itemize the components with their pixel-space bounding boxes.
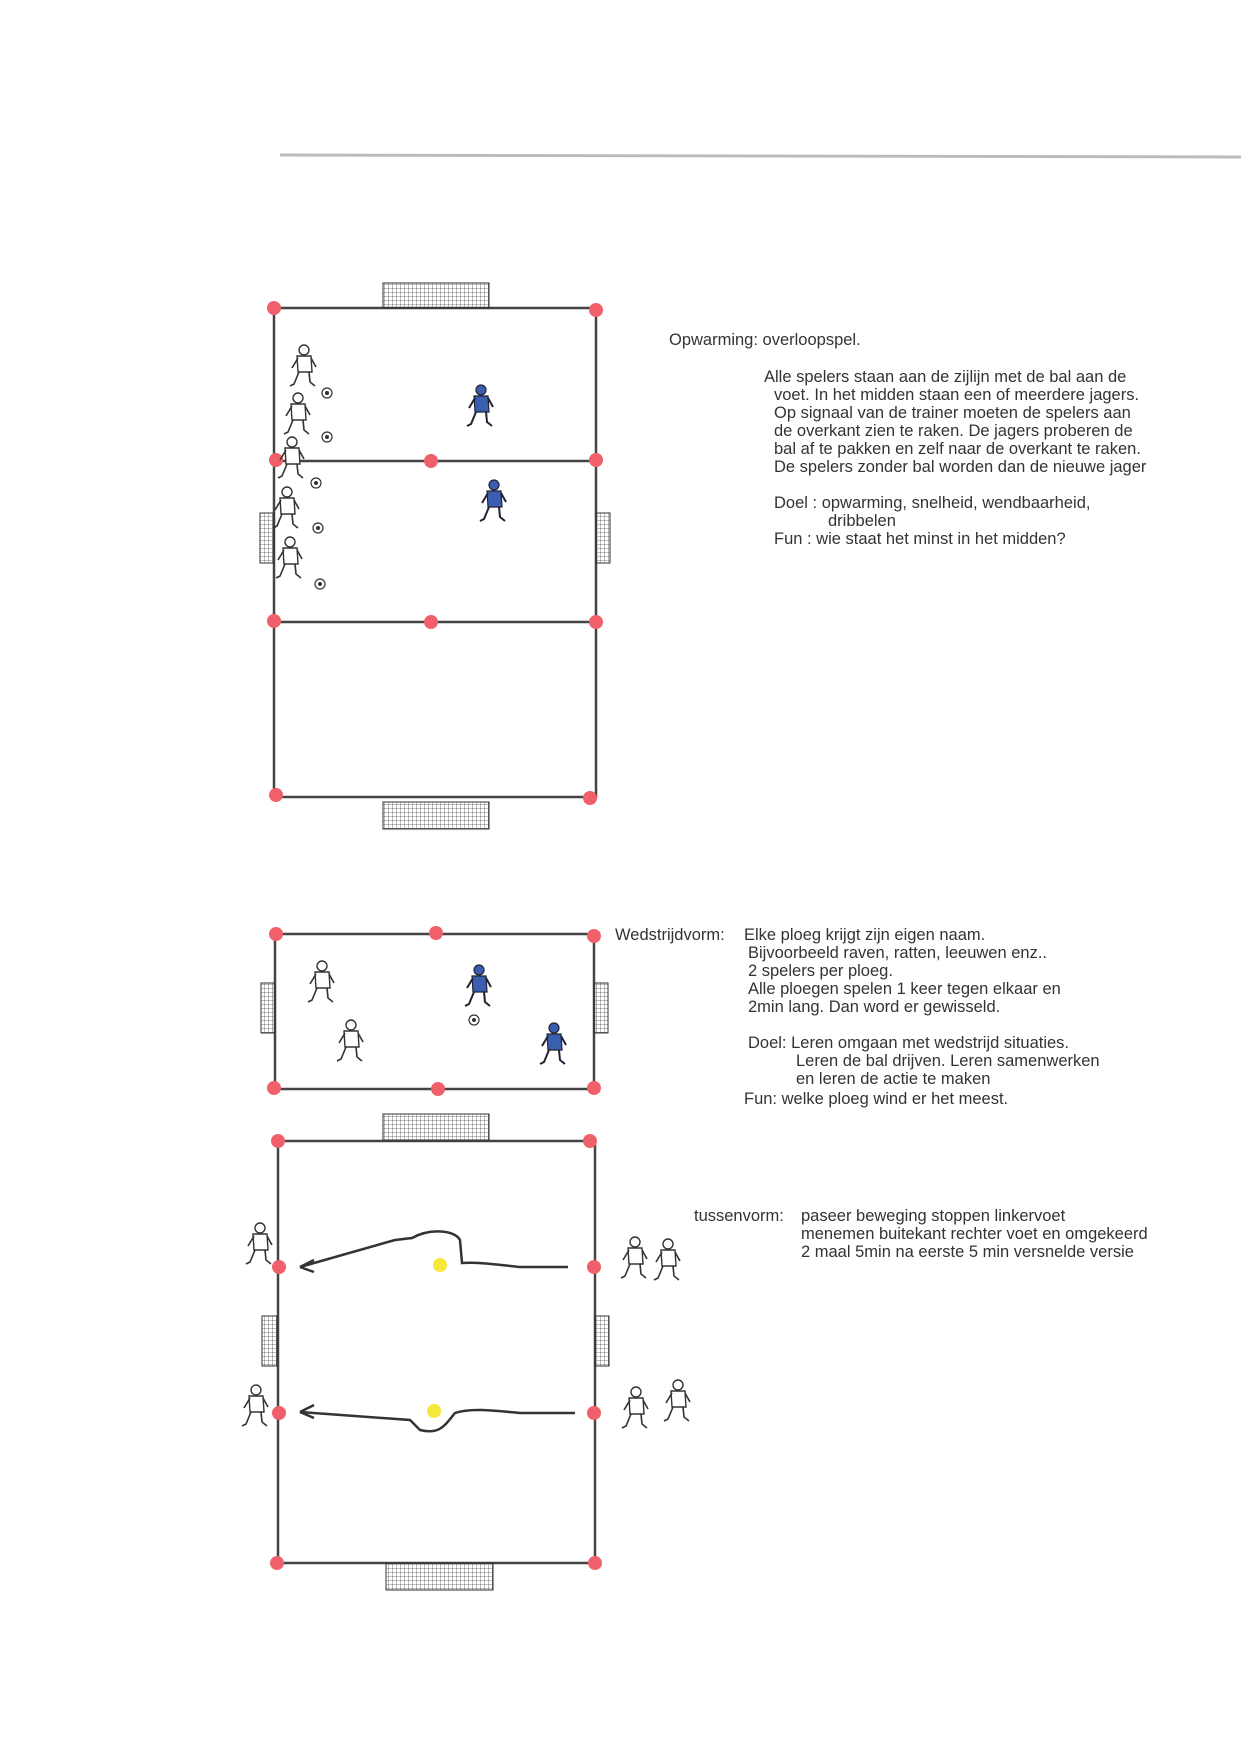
text-line: Alle ploegen spelen 1 keer tegen elkaar … xyxy=(748,980,1061,998)
text-line: 2min lang. Dan word er gewisseld. xyxy=(748,998,1001,1016)
section2-goal: Doel: Leren omgaan met wedstrijd situati… xyxy=(748,1034,1100,1088)
goal-text: Leren de bal drijven. Leren samenwerken xyxy=(796,1052,1100,1070)
section2-description: Elke ploeg krijgt zijn eigen naam.Bijvoo… xyxy=(744,926,1061,1016)
section2-title: Wedstrijdvorm: xyxy=(615,926,725,944)
field-warmup xyxy=(259,282,611,830)
goal-text: dribbelen xyxy=(828,512,896,530)
field-intermediate xyxy=(241,1113,691,1591)
text-line: menemen buitekant rechter voet en omgeke… xyxy=(801,1225,1148,1243)
goal-top xyxy=(382,282,490,309)
section1-goal: Doel : opwarming, snelheid, wendbaarheid… xyxy=(774,494,1090,548)
text-line: bal af te pakken en zelf naar de overkan… xyxy=(774,440,1141,458)
text-line: Bijvoorbeeld raven, ratten, leeuwen enz.… xyxy=(748,944,1048,962)
text-line: Alle spelers staan aan de zijlijn met de… xyxy=(764,368,1127,386)
field-match xyxy=(260,926,609,1096)
section2-fun: Fun: welke ploeg wind er het meest. xyxy=(744,1090,1009,1108)
goal-text: Leren omgaan met wedstrijd situaties. xyxy=(791,1034,1070,1052)
text-line: de overkant zien te raken. De jagers pro… xyxy=(774,422,1133,440)
text-line: Op signaal van de trainer moeten de spel… xyxy=(774,404,1131,422)
goal-text: en leren de actie te maken xyxy=(796,1070,991,1088)
goal-label: Doel : xyxy=(774,494,818,512)
goal-text: opwarming, snelheid, wendbaarheid, xyxy=(821,494,1091,512)
goal-bottom xyxy=(382,801,490,830)
goal-label: Doel: xyxy=(748,1034,787,1052)
scan-header-line xyxy=(279,153,1241,159)
section3-title: tussenvorm: xyxy=(694,1207,784,1225)
text-line: Elke ploeg krijgt zijn eigen naam. xyxy=(744,926,986,944)
text-line: 2 maal 5min na eerste 5 min versnelde ve… xyxy=(801,1243,1134,1261)
section1-description: Alle spelers staan aan de zijlijn met de… xyxy=(764,368,1146,476)
cones xyxy=(267,301,603,805)
section1-title: Opwarming: overloopspel. xyxy=(669,331,861,349)
goal-right xyxy=(595,512,611,564)
goal-left xyxy=(259,512,275,564)
text-line: voet. In het midden staan een of meerder… xyxy=(774,386,1140,404)
text-line: 2 spelers per ploeg. xyxy=(748,962,893,980)
section1-fun: Fun : wie staat het minst in het midden? xyxy=(774,530,1066,548)
text-line: paseer beweging stoppen linkervoet xyxy=(801,1207,1066,1225)
text-line: De spelers zonder bal worden dan de nieu… xyxy=(774,458,1147,476)
